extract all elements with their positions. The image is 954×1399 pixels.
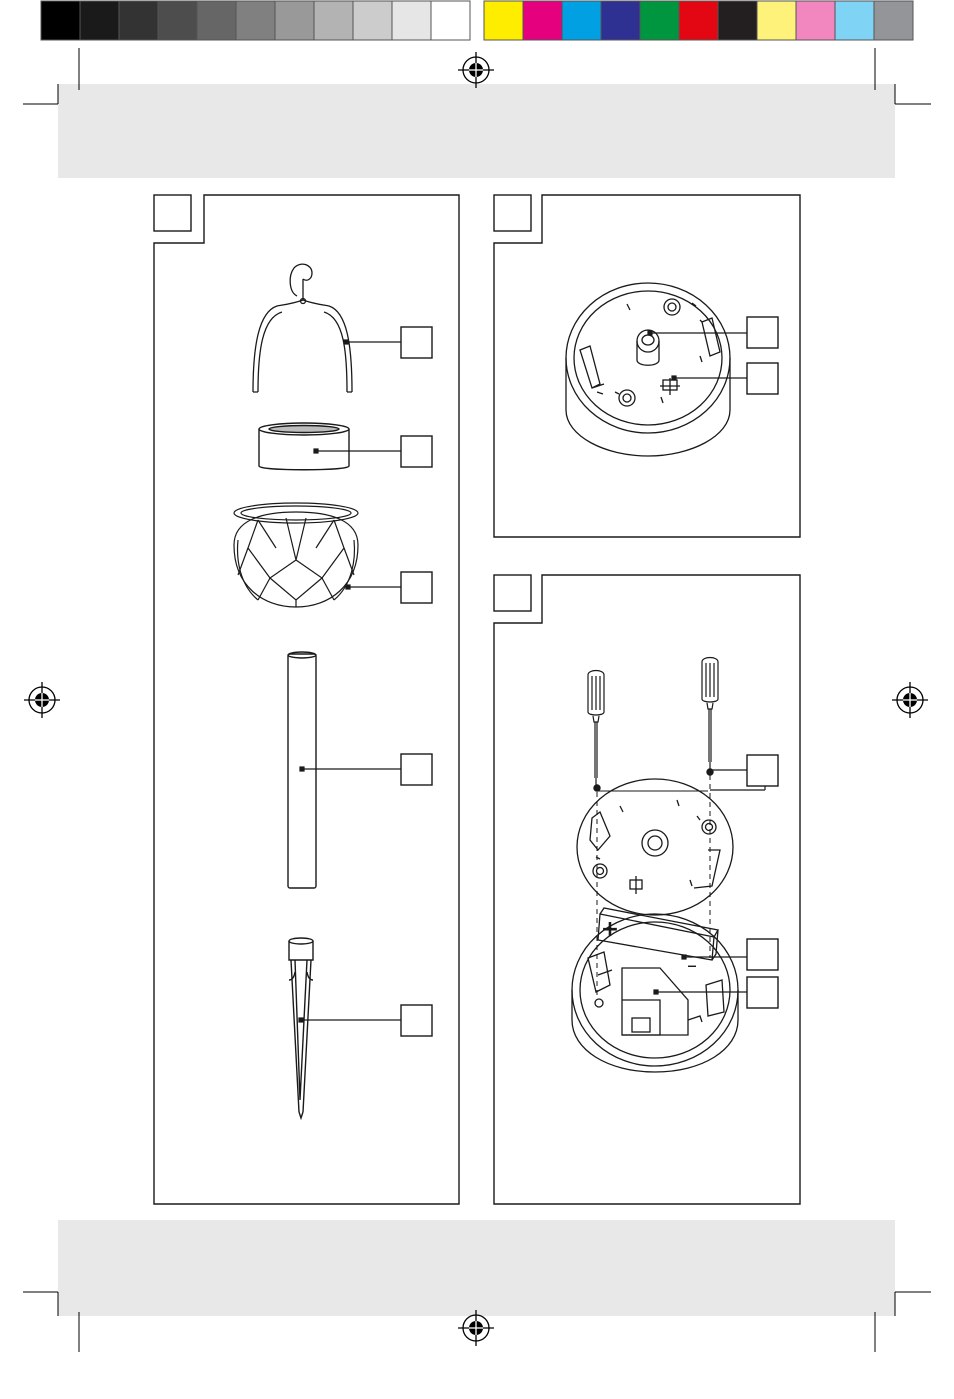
- figure-number-box: [493, 574, 532, 612]
- screwdriver-icon: [701, 656, 719, 770]
- callout-leaders: [653, 769, 766, 995]
- solar-module-part: [258, 422, 350, 471]
- battery-icon: [597, 907, 720, 961]
- figure-panel-battery: [493, 574, 801, 1205]
- figure-number-box: [153, 194, 192, 232]
- grayscale-swatch: [352, 0, 393, 41]
- crop-mark-icon: [23, 48, 931, 1352]
- grayscale-swatch: [430, 0, 471, 41]
- color-swatch: [756, 0, 797, 41]
- grayscale-swatch: [157, 0, 198, 41]
- screw-icon: [593, 768, 714, 792]
- ground-spike-part: [288, 937, 314, 1121]
- color-calibration-bar: [40, 0, 914, 41]
- hanger-hook-part: [252, 263, 353, 393]
- grayscale-swatch: [235, 0, 276, 41]
- grayscale-swatch: [79, 0, 120, 41]
- alignment-lines: [596, 775, 711, 1000]
- callout-leaders: [298, 339, 401, 1023]
- grayscale-swatch: [118, 0, 159, 41]
- solar-housing-open: [571, 907, 739, 1073]
- battery-compartment-lid: [576, 778, 734, 916]
- battery-minus-label: –: [687, 953, 697, 977]
- callout-leaders: [647, 330, 747, 381]
- grayscale-swatch: [196, 0, 237, 41]
- color-swatch: [795, 0, 836, 41]
- registration-mark-icon: [24, 682, 60, 718]
- grayscale-swatch: [391, 0, 432, 41]
- color-swatch: [717, 0, 758, 41]
- figure-number-box: [493, 194, 532, 232]
- color-swatch: [639, 0, 680, 41]
- color-swatch: [873, 0, 914, 41]
- color-swatch: [834, 0, 875, 41]
- registration-mark-icon: [458, 1310, 494, 1346]
- footer-gray-band: [58, 1220, 895, 1316]
- lantern-ball-part: [233, 502, 359, 608]
- color-swatch: [600, 0, 641, 41]
- figure-panel-solar-module: [493, 194, 801, 538]
- ground-pole-part: [287, 651, 317, 889]
- battery-plus-label: +: [601, 917, 619, 942]
- solar-module-underside: [565, 282, 731, 457]
- part-number-boxes: [400, 326, 433, 1037]
- header-gray-band: [58, 84, 895, 178]
- part-number-boxes: [746, 754, 779, 1009]
- color-swatch: [678, 0, 719, 41]
- color-swatch: [483, 0, 524, 41]
- color-swatch: [522, 0, 563, 41]
- screwdriver-icon: [587, 669, 605, 786]
- part-number-boxes: [746, 316, 779, 395]
- grayscale-swatch: [313, 0, 354, 41]
- registration-mark-icon: [458, 52, 494, 88]
- grayscale-swatch: [274, 0, 315, 41]
- registration-mark-icon: [892, 682, 928, 718]
- color-swatch: [561, 0, 602, 41]
- grayscale-swatch: [40, 0, 81, 41]
- figure-panel-parts: [153, 194, 460, 1205]
